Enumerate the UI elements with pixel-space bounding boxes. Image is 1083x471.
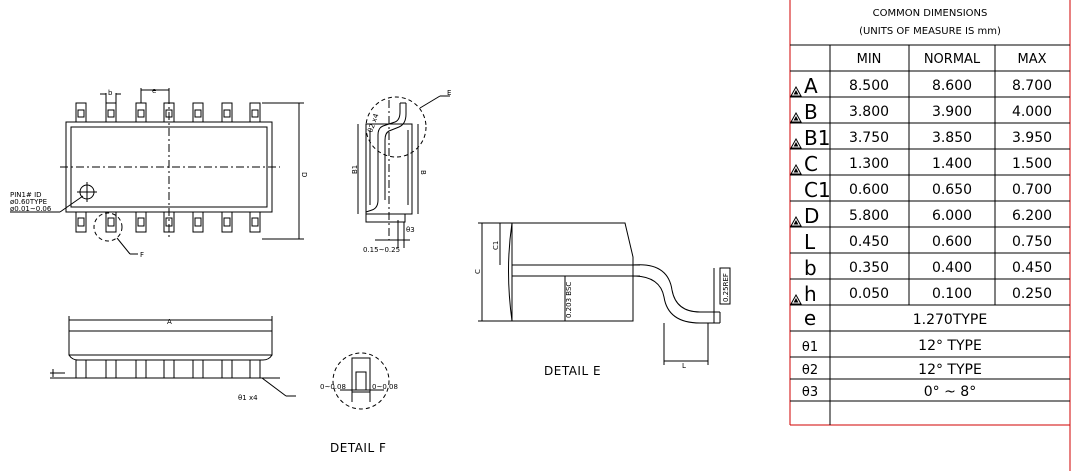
cell-min: 0.350: [849, 260, 889, 276]
row-symbol: h: [804, 282, 817, 306]
cell-normal: 0.100: [932, 286, 972, 302]
label-C: C: [474, 269, 482, 274]
label-015-025: 0.15~0.25: [363, 246, 400, 254]
table-title: COMMON DIMENSIONS: [873, 8, 988, 19]
span-value: 12° TYPE: [918, 338, 982, 354]
cell-min: 5.800: [849, 208, 889, 224]
label-C1: C1: [492, 241, 500, 250]
label-F: F: [140, 251, 144, 259]
row-symbol: B: [804, 100, 818, 124]
flag-icon: [790, 294, 802, 305]
cell-max: 0.700: [1012, 182, 1052, 198]
row-symbol: b: [804, 256, 817, 280]
row-symbol: A: [804, 74, 818, 98]
label-detailf-right: 0~0.08: [372, 383, 398, 391]
table-subtitle: (UNITS OF MEASURE IS mm): [859, 26, 1001, 37]
col-min: MIN: [857, 52, 882, 67]
top-view: b e D PIN1# ID ø0.60TYPE ø0.01~0.06 F: [10, 87, 308, 259]
span-value: 12° TYPE: [918, 362, 982, 378]
label-D: D: [300, 172, 308, 177]
row-symbol: C1: [804, 178, 831, 202]
side-view: 0.15~0.25 θ3 B1 B E θ2 x4: [351, 89, 451, 254]
cell-min: 0.600: [849, 182, 889, 198]
label-L: L: [682, 362, 686, 370]
cell-max: 4.000: [1012, 104, 1052, 120]
flag-icon: [790, 216, 802, 227]
cell-min: 8.500: [849, 78, 889, 94]
label-b: b: [108, 89, 113, 97]
cell-min: 0.050: [849, 286, 889, 302]
cell-min: 1.300: [849, 156, 889, 172]
label-e: e: [152, 87, 156, 95]
cell-normal: 6.000: [932, 208, 972, 224]
cell-normal: 3.850: [932, 130, 972, 146]
label-B1: B1: [351, 165, 359, 174]
label-025-ref: 0.25REF: [722, 273, 730, 302]
col-max: MAX: [1017, 52, 1046, 67]
cell-max: 1.500: [1012, 156, 1052, 172]
col-normal: NORMAL: [924, 52, 981, 67]
cell-max: 8.700: [1012, 78, 1052, 94]
label-E: E: [447, 89, 451, 97]
label-0203-bsc: 0.203 BSC: [565, 282, 573, 318]
span-value: 0° ~ 8°: [924, 384, 976, 400]
row-symbol: D: [804, 204, 819, 228]
cell-min: 3.750: [849, 130, 889, 146]
front-view: A θ1 x4: [50, 316, 296, 402]
span-value: 1.270TYPE: [913, 312, 987, 328]
label-theta1: θ1 x4: [238, 394, 258, 402]
span-symbol: θ3: [802, 385, 818, 400]
cell-normal: 0.650: [932, 182, 972, 198]
cell-min: 3.800: [849, 104, 889, 120]
cell-max: 0.750: [1012, 234, 1052, 250]
detail-e: C C1 0.203 BSC 0.25REF L DETAIL E: [474, 222, 731, 378]
detail-f: 0~0.08 0~0.08 DETAIL F: [320, 352, 398, 455]
detail-e-caption: DETAIL E: [544, 364, 601, 378]
cell-normal: 1.400: [932, 156, 972, 172]
row-symbol: L: [804, 230, 816, 254]
cell-normal: 3.900: [932, 104, 972, 120]
pin1-dia-label: ø0.60TYPE: [10, 198, 47, 206]
detail-f-caption: DETAIL F: [330, 441, 386, 455]
pin1-tol-label: ø0.01~0.06: [10, 205, 52, 213]
flag-icon: [790, 138, 802, 149]
cell-max: 3.950: [1012, 130, 1052, 146]
pin1-id-label: PIN1# ID: [10, 191, 42, 199]
flag-icon: [790, 86, 802, 97]
span-symbol: e: [804, 306, 816, 330]
cell-max: 0.250: [1012, 286, 1052, 302]
flag-icon: [790, 164, 802, 175]
label-A: A: [167, 318, 172, 326]
label-B: B: [419, 170, 427, 175]
cell-max: 6.200: [1012, 208, 1052, 224]
cell-max: 0.450: [1012, 260, 1052, 276]
row-symbol: C: [804, 152, 818, 176]
cell-normal: 0.400: [932, 260, 972, 276]
span-symbol: θ2: [802, 363, 818, 378]
label-detailf-left: 0~0.08: [320, 383, 346, 391]
cell-normal: 8.600: [932, 78, 972, 94]
dimensions-table: COMMON DIMENSIONS (UNITS OF MEASURE IS m…: [789, 0, 1071, 471]
flag-icon: [790, 112, 802, 123]
row-symbol: B1: [804, 126, 830, 150]
span-symbol: θ1: [802, 340, 818, 355]
cell-min: 0.450: [849, 234, 889, 250]
label-theta3: θ3: [406, 226, 415, 234]
cell-normal: 0.600: [932, 234, 972, 250]
